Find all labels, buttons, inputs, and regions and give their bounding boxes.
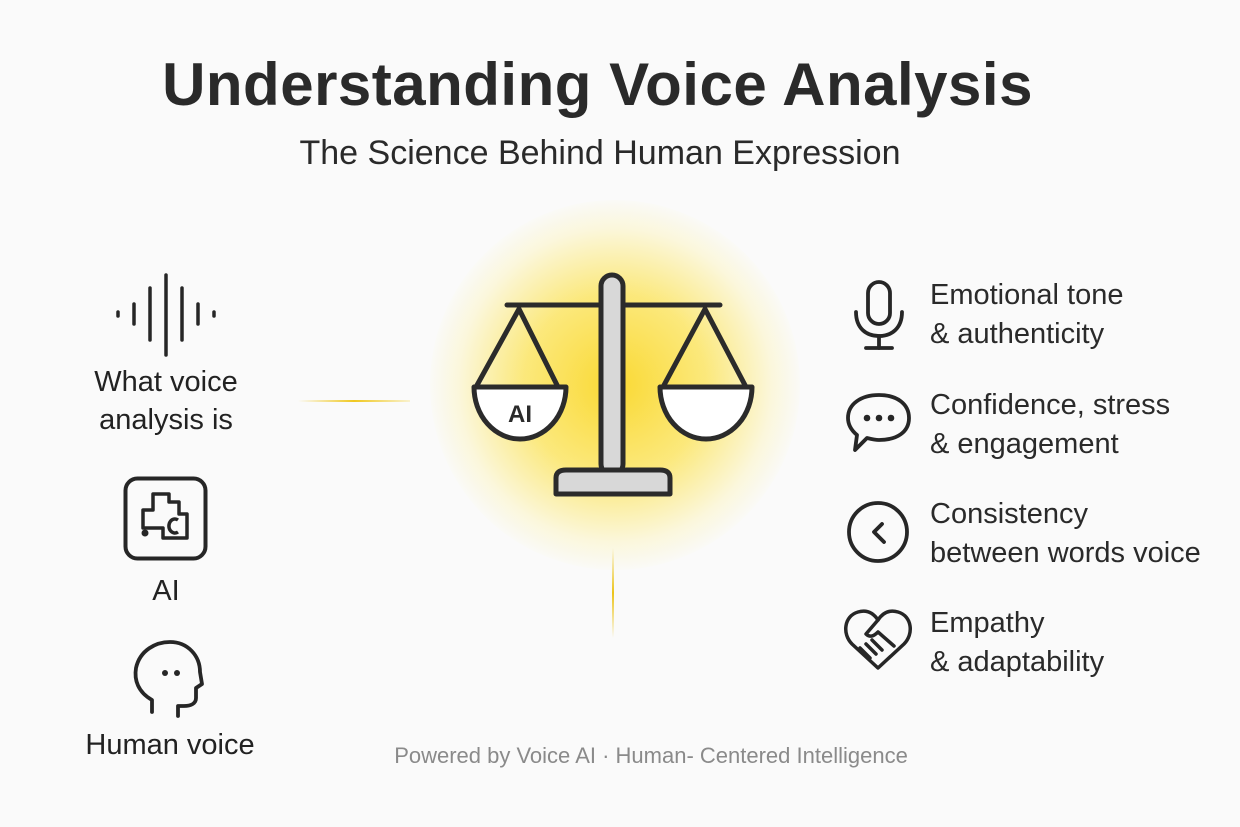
sound-wave-icon bbox=[116, 273, 216, 357]
scale-pan-ai-label: AI bbox=[508, 401, 532, 428]
label-line: analysis is bbox=[99, 404, 233, 436]
feature-line: between words voice bbox=[930, 537, 1201, 569]
feature-consistency: Consistency between words voice bbox=[930, 495, 1201, 573]
page-title: Understanding Voice Analysis bbox=[162, 51, 1033, 118]
microphone-icon bbox=[854, 280, 904, 350]
feature-emotional-tone: Emotional tone & authenticity bbox=[930, 276, 1123, 354]
footer-text: Powered by Voice AI · Human- Centered In… bbox=[394, 743, 908, 768]
connector-line-left bbox=[298, 400, 410, 402]
feature-line: Empathy bbox=[930, 607, 1045, 639]
feature-line: Confidence, stress bbox=[930, 389, 1171, 421]
label-what-voice-analysis-is: What voice analysis is bbox=[66, 363, 266, 439]
connector-line-bottom bbox=[612, 548, 614, 638]
page-subtitle: The Science Behind Human Expression bbox=[299, 134, 901, 172]
feature-line: & engagement bbox=[930, 428, 1119, 460]
feature-line: & authenticity bbox=[930, 318, 1105, 350]
feature-line: Consistency bbox=[930, 498, 1088, 530]
human-head-icon bbox=[133, 640, 204, 718]
speech-bubble-icon bbox=[846, 393, 911, 452]
label-ai: AI bbox=[152, 575, 180, 607]
clock-icon bbox=[847, 501, 909, 563]
label-line: What voice bbox=[94, 366, 238, 398]
feature-line: Emotional tone bbox=[930, 279, 1124, 311]
feature-line: & adaptability bbox=[930, 646, 1105, 678]
feature-confidence-stress: Confidence, stress & engagement bbox=[930, 386, 1170, 464]
feature-empathy: Empathy & adaptability bbox=[930, 604, 1104, 682]
heart-handshake-icon bbox=[844, 609, 912, 670]
label-human-voice: Human voice bbox=[85, 729, 255, 761]
ai-chip-icon bbox=[123, 476, 208, 561]
